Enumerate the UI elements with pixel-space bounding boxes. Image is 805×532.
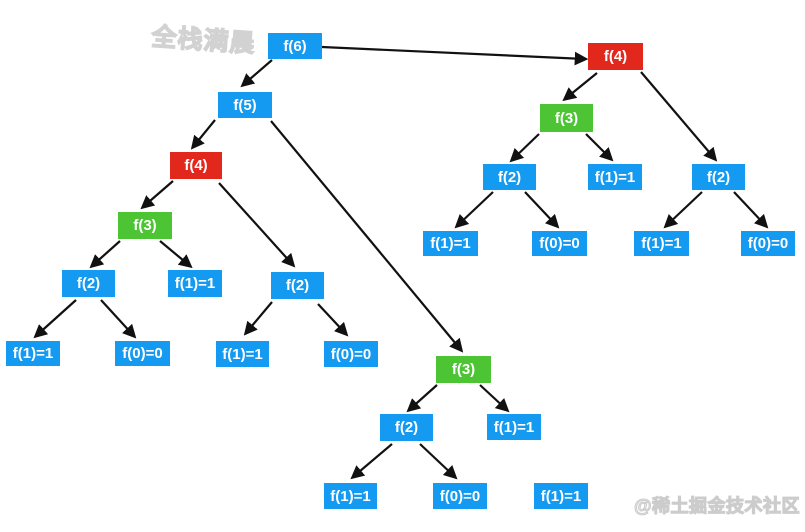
node-f1-right-c: f(1)=1 [634,231,689,256]
node-f3-mid: f(3) [436,356,491,383]
node-f2-right-outer: f(2) [692,164,745,190]
edge-f5-to-f3-mid [270,120,464,353]
edge-f2-left-inner-to-f0-left-b [317,303,349,337]
edge-f2-left-outer-to-f1-left-b [33,299,77,339]
node-f1-stray: f(1)=1 [534,483,588,509]
edge-f2-right-outer-to-f1-right-c [663,191,703,229]
edge-f2-mid-to-f0-mid-a [419,443,458,480]
node-f6: f(6) [268,33,322,59]
node-f2-left-inner: f(2) [271,272,324,299]
node-f0-left-b: f(0)=0 [324,341,378,367]
node-f2-left-outer: f(2) [62,270,115,297]
edge-f3-mid-to-f1-mid-a [479,384,510,413]
edge-f6-to-f5 [240,59,273,88]
edge-f3-right-to-f2-right-inner [509,133,540,163]
node-f0-left-a: f(0)=0 [115,341,170,366]
node-f4-left: f(4) [170,152,222,179]
edge-f2-right-inner-to-f1-right-b [454,191,494,229]
edge-f3-left-to-f2-left-outer [89,240,121,269]
node-f1-left-b: f(1)=1 [6,341,60,366]
node-f1-mid-a: f(1)=1 [487,414,541,440]
edge-f3-left-to-f1-left-a [159,240,193,269]
node-f1-right-a: f(1)=1 [588,164,642,190]
node-f0-right-a: f(0)=0 [532,231,587,256]
edge-f2-right-inner-to-f0-right-a [524,191,560,229]
edge-f4-left-to-f2-left-inner [218,182,296,268]
node-f4-right: f(4) [588,43,643,70]
edge-f4-right-to-f3-right [562,72,598,102]
node-f1-mid-b: f(1)=1 [324,483,377,509]
node-f3-right: f(3) [540,104,593,132]
edge-f5-to-f4-left [190,119,216,150]
node-f0-right-b: f(0)=0 [741,231,795,256]
node-f1-right-b: f(1)=1 [423,231,478,256]
node-f1-left-a: f(1)=1 [168,270,222,297]
node-f3-left: f(3) [118,212,172,239]
node-f2-right-inner: f(2) [483,164,536,190]
edge-f4-left-to-f3-left [140,180,174,210]
edge-f2-left-outer-to-f0-left-a [100,299,137,339]
node-f1-left-c: f(1)=1 [216,341,269,367]
watermark-bottom-right: @稀土掘金技术社区 [633,495,801,516]
edge-f2-right-outer-to-f0-right-b [733,191,769,229]
edge-f4-right-to-f2-right-outer [640,71,718,162]
edge-f3-right-to-f1-right-a [585,133,614,162]
edge-f2-left-inner-to-f1-left-c [243,301,273,336]
edge-f6-to-f4-right [321,45,589,66]
node-f5: f(5) [218,92,272,118]
node-f0-mid-a: f(0)=0 [433,483,487,509]
edge-f3-mid-to-f2-mid [406,384,438,413]
node-f2-mid: f(2) [380,414,433,441]
edge-f2-mid-to-f1-mid-b [350,443,393,480]
